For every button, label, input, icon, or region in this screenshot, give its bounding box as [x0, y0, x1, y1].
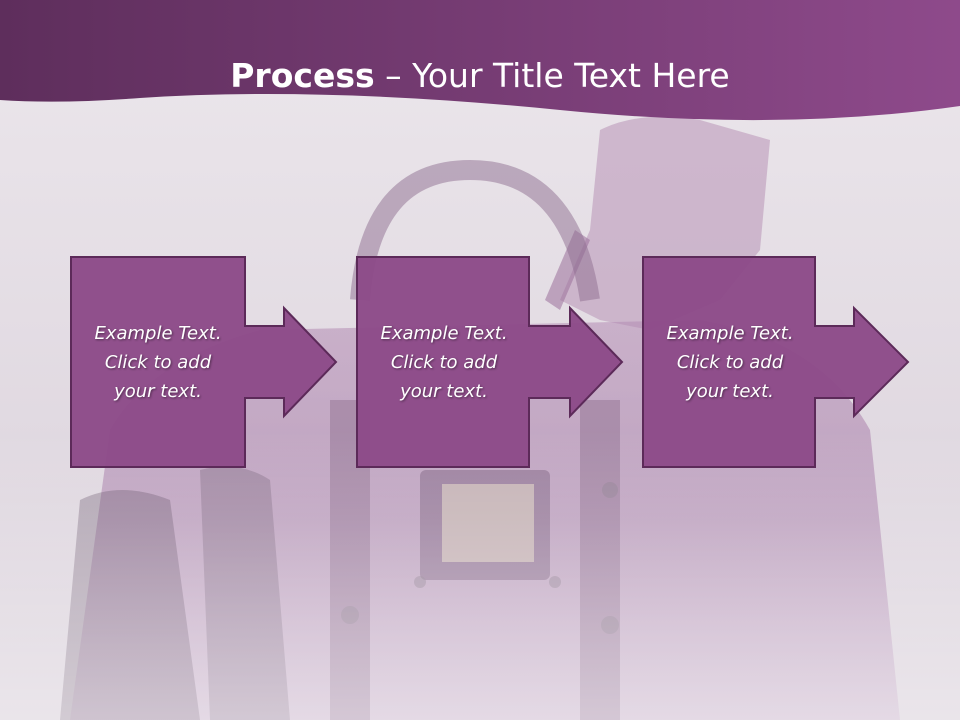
step-text[interactable]: Example Text. Click to add your text.	[94, 322, 222, 402]
slide-title[interactable]: Process – Your Title Text Here	[0, 48, 960, 104]
title-separator: –	[374, 56, 413, 95]
title-bold: Process	[230, 56, 375, 95]
step-text[interactable]: Example Text. Click to add your text.	[380, 322, 508, 402]
title-rest: Your Title Text Here	[412, 56, 730, 95]
process-step-2[interactable]: Example Text. Click to add your text.	[356, 256, 696, 468]
step-text[interactable]: Example Text. Click to add your text.	[666, 322, 794, 402]
process-step-3[interactable]: Example Text. Click to add your text.	[642, 256, 960, 468]
header-band	[0, 0, 960, 121]
process-step-1[interactable]: Example Text. Click to add your text.	[70, 256, 410, 468]
step-arrow-shape	[642, 256, 910, 468]
step-arrow-shape	[70, 256, 338, 468]
step-arrow-shape	[356, 256, 624, 468]
